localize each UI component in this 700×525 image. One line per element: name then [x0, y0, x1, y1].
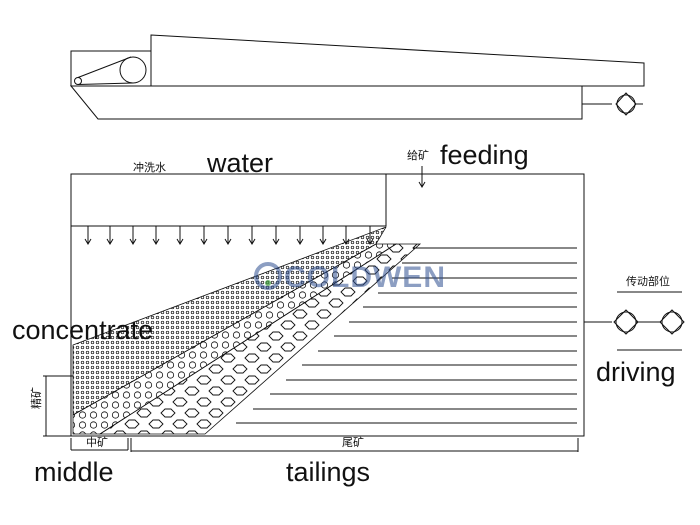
feeding-label: feeding	[440, 140, 529, 170]
side-drive-coupling	[615, 92, 637, 116]
logo-mark-icon	[254, 262, 282, 290]
middle-label: middle	[34, 457, 114, 487]
drive-pulley	[119, 56, 147, 84]
tailings-bracket	[130, 438, 579, 452]
water-cn-label: 冲洗水	[133, 160, 166, 174]
concentrate-bracket	[43, 375, 73, 437]
belt-upper	[77, 56, 132, 78]
tailings-cn-label: 尾矿	[342, 436, 364, 449]
logo-text: COLDWEN	[284, 261, 446, 294]
riffles	[236, 247, 577, 424]
plan-view	[43, 166, 685, 452]
drive-wheel-1	[615, 311, 637, 333]
table-deck-outline	[150, 34, 645, 87]
concentrate-label: concentrate	[12, 315, 153, 345]
head-motion-housing	[70, 50, 152, 87]
driving-cn-label: 传动部位	[626, 274, 670, 288]
wash-water-arrows	[84, 226, 374, 245]
idler-pulley	[74, 77, 82, 85]
table-base-frame	[69, 85, 583, 120]
tailings-label: tailings	[286, 457, 370, 487]
tailings-band	[98, 243, 422, 435]
middle-bracket	[70, 438, 129, 451]
side-drive-wheel	[616, 94, 636, 114]
table-outline	[70, 173, 585, 437]
belt-lower	[77, 82, 134, 85]
feed-arrow	[418, 166, 426, 188]
water-label: water	[206, 148, 273, 178]
drive-mechanism	[584, 291, 685, 351]
drive-wheel-2	[661, 311, 683, 333]
side-elevation-view	[69, 34, 645, 120]
driving-label: driving	[596, 357, 676, 387]
feeding-cn-label: 给矿	[407, 149, 429, 162]
goldwen-logo-watermark: COLDWEN	[254, 261, 446, 294]
middle-cn-label: 中矿	[86, 436, 108, 449]
concentrate-cn-label: 精矿	[30, 387, 43, 409]
